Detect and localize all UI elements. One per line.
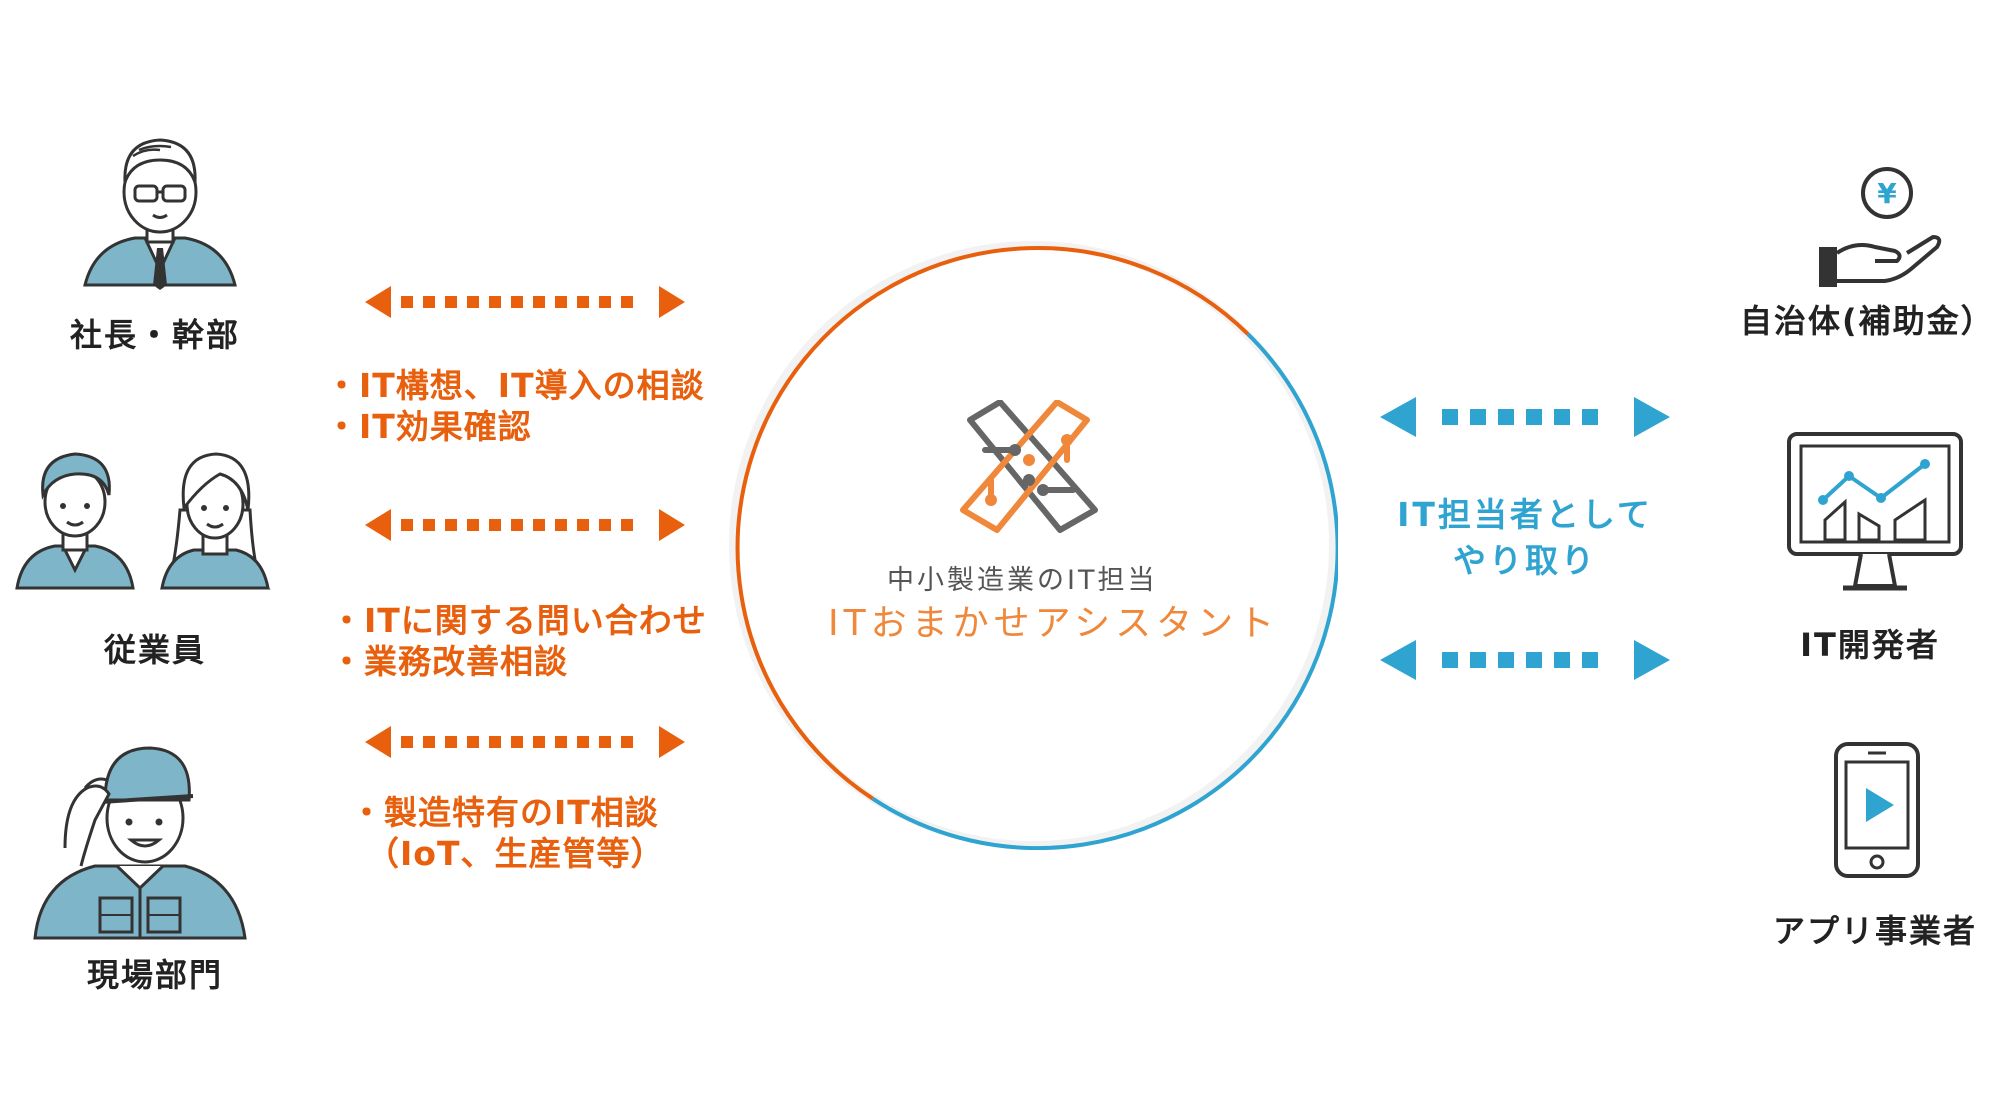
executive-figure-icon	[75, 120, 245, 290]
hand-yen-icon: ¥	[1815, 165, 1945, 295]
it-contact-line: IT担当者として	[1397, 495, 1653, 534]
employees-label: 従業員	[103, 631, 206, 669]
monitor-chart-icon	[1785, 430, 1965, 600]
it-contact-line: やり取り	[1453, 541, 1597, 580]
executive-label: 社長・幹部	[69, 316, 240, 354]
it-developer-label: IT開発者	[1800, 626, 1940, 664]
topic-employees: ・ITに関する問い合わせ ・業務改善相談	[330, 600, 707, 682]
employee-male-icon	[15, 440, 135, 590]
topic-line: ・IT効果確認	[325, 407, 532, 446]
logo-subtitle: 中小製造業のIT担当	[887, 565, 1158, 596]
blue-double-arrow-2	[1380, 638, 1670, 682]
blue-double-arrow-1	[1380, 395, 1670, 439]
topic-line: ・業務改善相談	[330, 642, 568, 681]
orange-double-arrow-3	[365, 722, 685, 762]
municipality-label: 自治体(補助金）	[1740, 302, 1995, 340]
topic-factory: ・製造特有のIT相談 （IoT、生産管等）	[350, 792, 664, 874]
app-vendor-label: アプリ事業者	[1772, 912, 1977, 950]
topic-line: （IoT、生産管等）	[366, 834, 665, 873]
smartphone-play-icon	[1832, 740, 1922, 880]
factory-label: 現場部門	[86, 956, 223, 994]
orange-double-arrow-2	[365, 505, 685, 545]
topic-line: ・ITに関する問い合わせ	[330, 601, 707, 640]
center-circle	[728, 240, 1338, 850]
logo-title: ITおまかせアシスタント	[828, 603, 1280, 644]
circuit-x-logo-icon	[955, 400, 1105, 540]
orange-double-arrow-1	[365, 282, 685, 322]
factory-worker-icon	[25, 730, 255, 940]
svg-text:¥: ¥	[1877, 177, 1897, 210]
employee-female-icon	[150, 440, 280, 590]
it-contact-text: IT担当者として やり取り	[1375, 492, 1675, 584]
topic-line: ・製造特有のIT相談	[350, 793, 659, 832]
topic-executive: ・IT構想、IT導入の相談 ・IT効果確認	[325, 365, 705, 447]
topic-line: ・IT構想、IT導入の相談	[325, 366, 705, 405]
